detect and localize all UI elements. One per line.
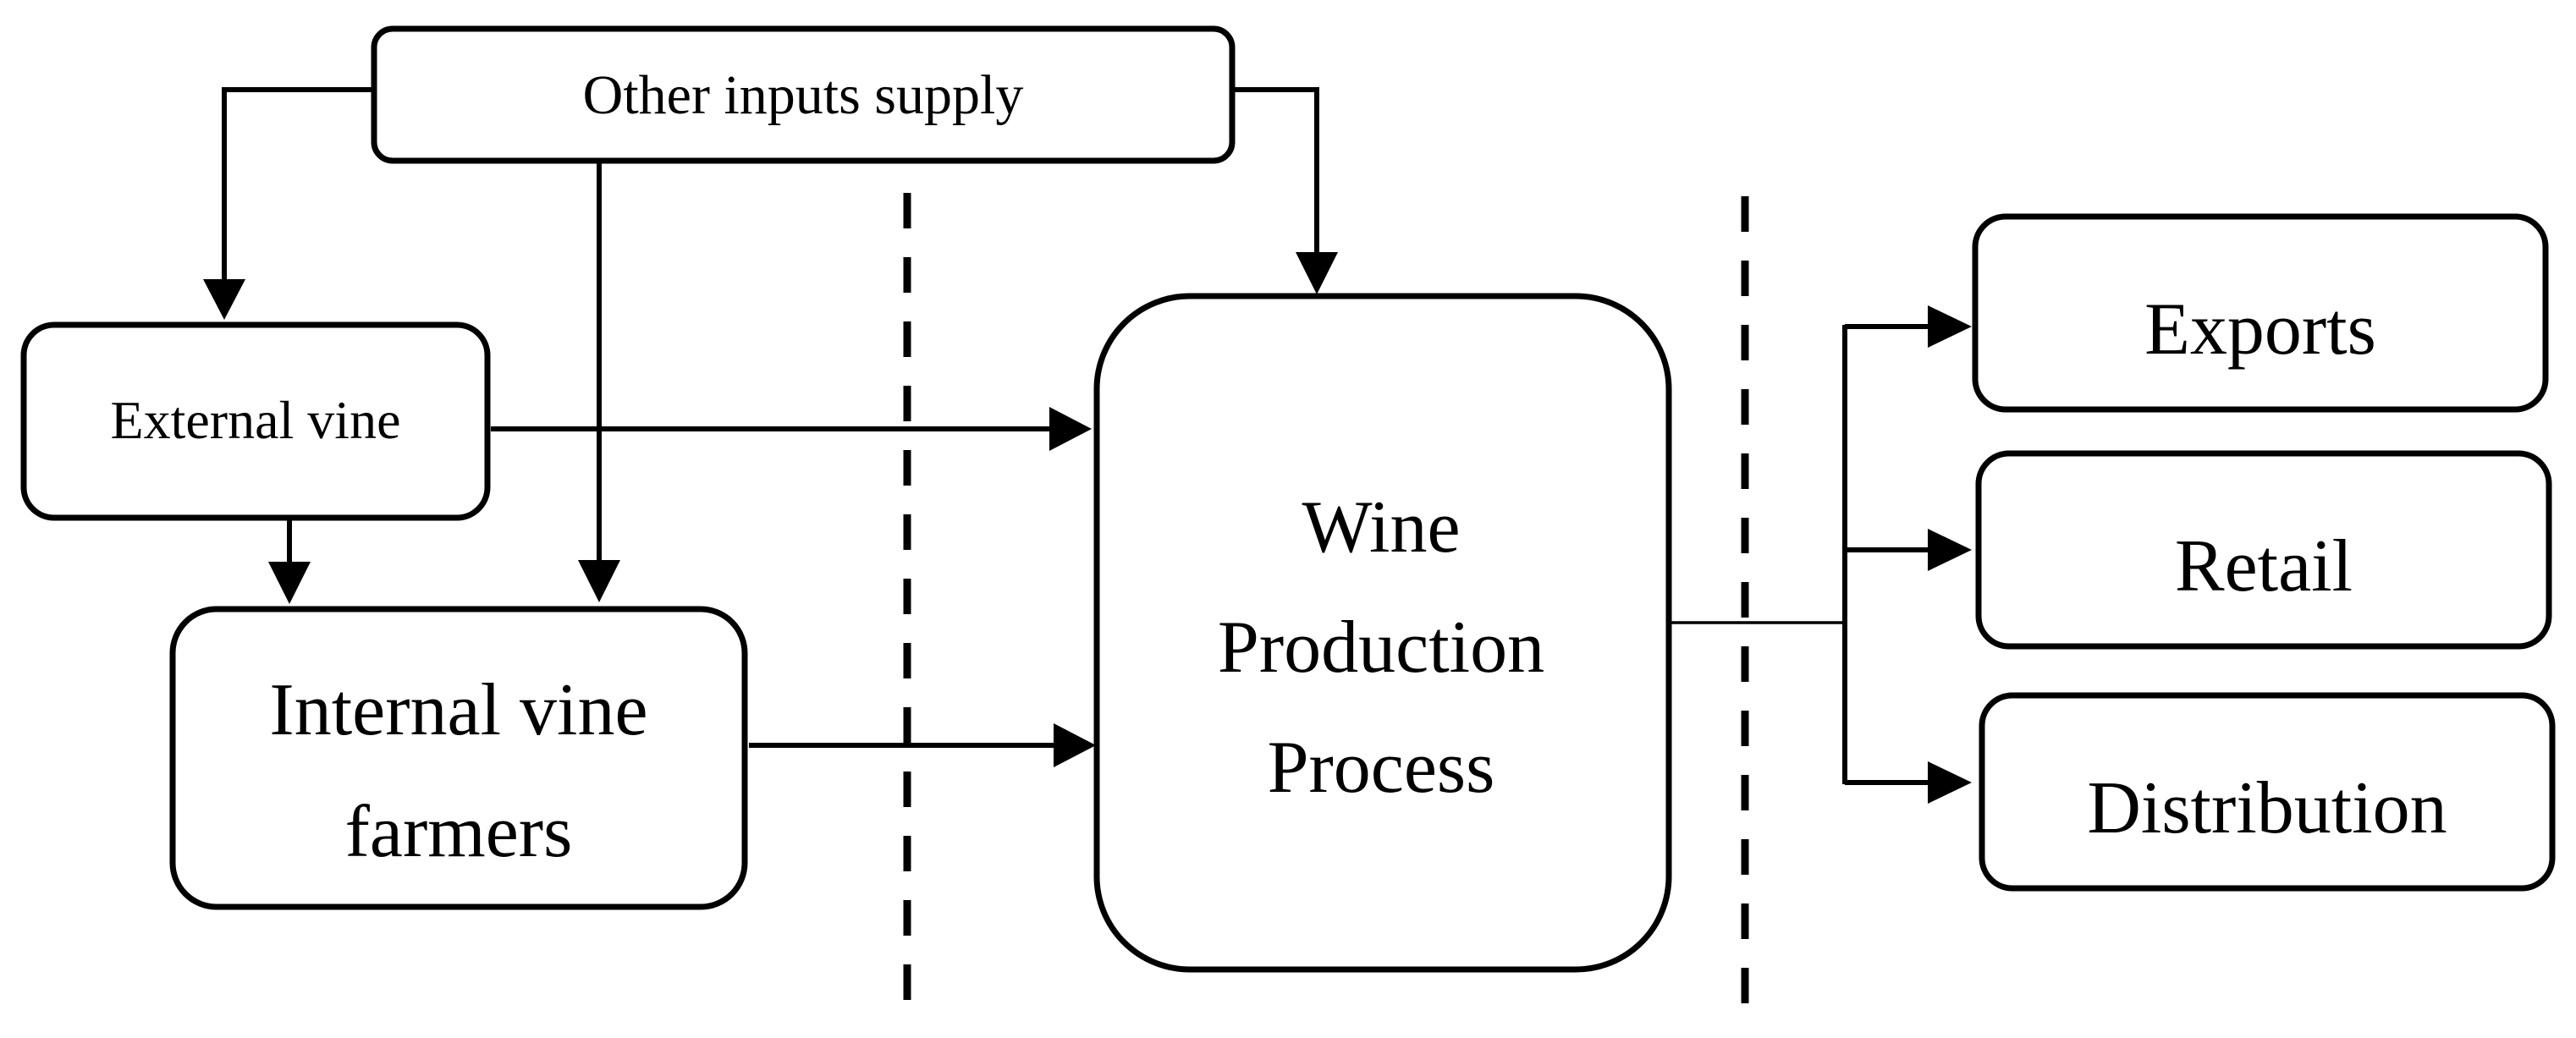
node-distribution: Distribution — [1979, 692, 2556, 892]
node-wine-label-line2: Production — [1218, 607, 1544, 689]
arrow-head-wine-top — [1296, 252, 1338, 294]
node-wine-label-line3: Process — [1268, 727, 1495, 809]
arrow-head-wine-b — [1054, 723, 1096, 767]
arrow-head-external — [203, 279, 245, 320]
edge-other-to-external — [222, 87, 374, 279]
arrow-head-wine-a — [1049, 407, 1092, 451]
node-external-vine-label: External vine — [111, 390, 401, 450]
node-retail: Retail — [1975, 450, 2552, 650]
edge-other-to-wine — [1232, 87, 1319, 252]
node-wine-label-line1: Wine — [1302, 486, 1460, 568]
arrow-head-retail — [1928, 529, 1972, 571]
node-other-inputs-label: Other inputs supply — [583, 64, 1024, 126]
arrow-head-exports — [1928, 305, 1972, 348]
node-internal-vine-label-line1: Internal vine — [269, 669, 647, 751]
node-external-vine: External vine — [20, 321, 491, 521]
connectors — [203, 87, 1972, 804]
node-internal-vine-farmers: Internal vine farmers — [169, 606, 748, 910]
arrow-head-internal-a — [578, 560, 620, 602]
node-exports: Exports — [1972, 213, 2549, 413]
node-distribution-label: Distribution — [2087, 767, 2447, 849]
node-exports-label: Exports — [2144, 288, 2376, 371]
node-retail-label: Retail — [2175, 525, 2353, 607]
arrow-head-internal-b — [268, 562, 311, 604]
arrow-head-distribution — [1928, 761, 1972, 804]
node-wine-production-process: Wine Production Process — [1093, 293, 1672, 973]
node-internal-vine-label-line2: farmers — [345, 791, 573, 873]
node-other-inputs: Other inputs supply — [371, 25, 1236, 164]
